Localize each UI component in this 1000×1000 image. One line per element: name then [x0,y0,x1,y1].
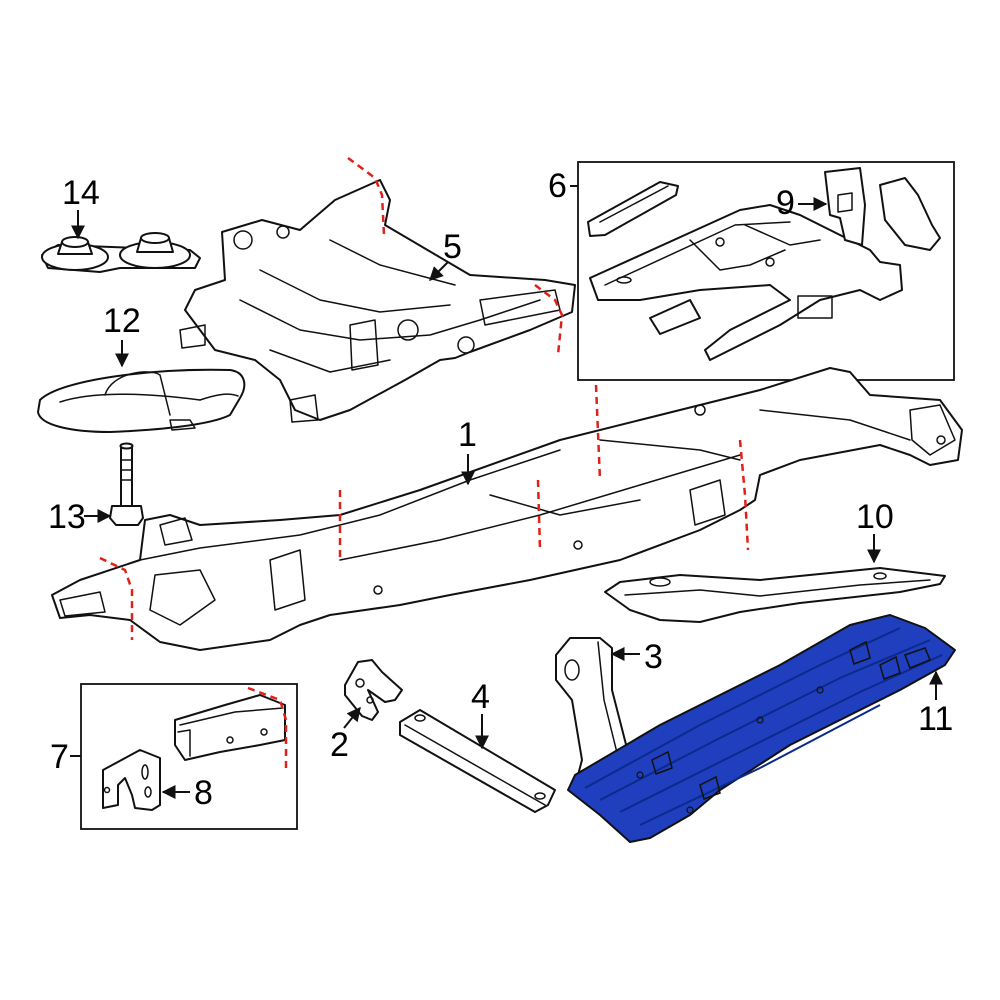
callout-10: 10 [856,498,894,536]
cut-line-5b [534,284,564,356]
body-mount-insulator-part[interactable] [41,232,201,273]
cut-line-1a [99,556,134,640]
leader-5 [429,261,449,281]
callout-1: 1 [458,416,477,454]
crossmember-4-part[interactable] [399,709,556,813]
callout-2: 2 [330,726,349,764]
frame-1-part[interactable] [51,367,963,651]
skid-plate-body[interactable] [567,614,956,843]
front-rail-7-part[interactable] [174,694,286,761]
callout-3: 3 [644,638,663,676]
callout-9: 9 [776,184,795,222]
cut-line-5a [347,156,386,236]
skid-plate-11-part[interactable] [567,614,956,843]
leader-2 [343,706,361,729]
callout-7: 7 [50,738,69,776]
callout-11: 11 [918,700,953,738]
callout-4: 4 [471,678,490,716]
callout-12: 12 [103,302,141,340]
cut-line-7 [247,686,288,772]
bracket-8-part[interactable] [102,749,161,811]
cut-line-1e [738,439,750,551]
callout-5: 5 [443,228,462,266]
callout-6: 6 [548,167,567,205]
bracket-2-part[interactable] [344,659,403,721]
rear-section-6-part[interactable] [587,167,941,361]
cut-line-1d [594,384,602,481]
front-crossmember-5-part[interactable] [179,179,576,423]
bolt-13-part[interactable] [109,442,144,526]
rear-section-inset-box [577,161,955,381]
callout-8: 8 [194,774,213,812]
callout-14: 14 [62,174,100,212]
shield-10-part[interactable] [604,567,946,623]
callout-13: 13 [48,498,86,536]
shield-12-part[interactable] [37,368,246,433]
